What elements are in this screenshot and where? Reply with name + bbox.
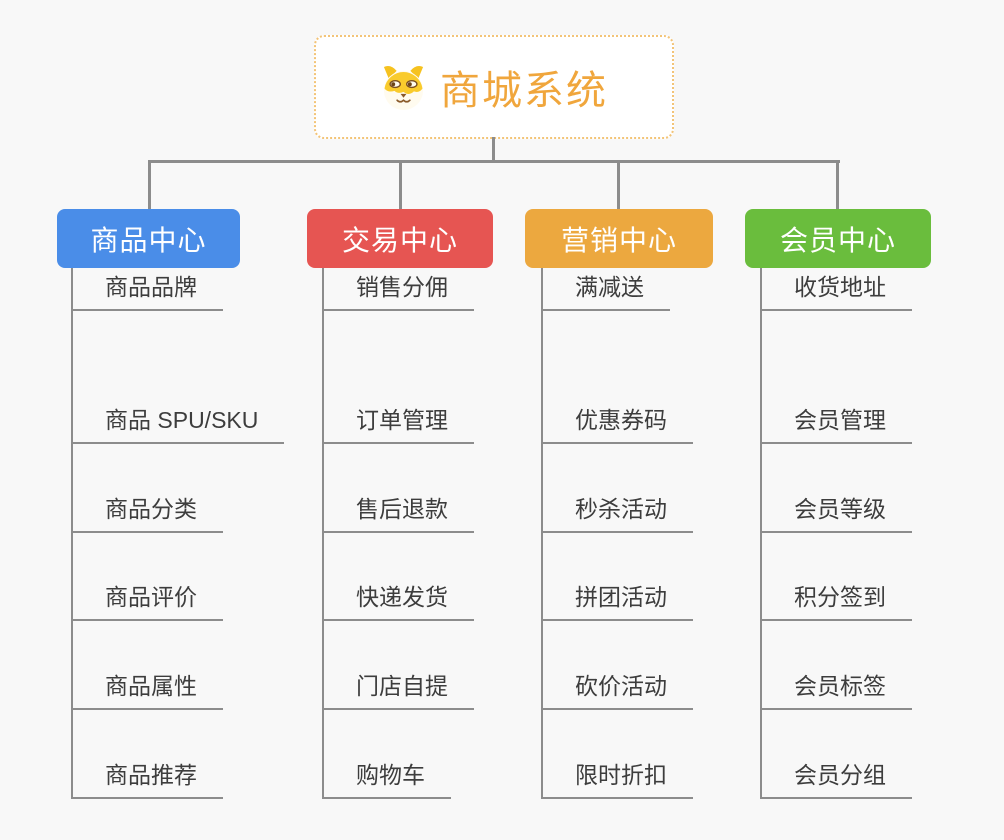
branch-label: 商品中心 xyxy=(90,224,207,256)
branch-node-member-center[interactable]: 会员中心 xyxy=(745,209,931,268)
column-connector xyxy=(541,268,543,799)
branch-label: 会员中心 xyxy=(779,224,896,256)
drop-connector xyxy=(617,163,620,209)
leaf-node[interactable]: 会员分组 xyxy=(761,756,912,799)
root-title: 商城系统 xyxy=(440,69,608,113)
column-connector xyxy=(71,268,73,799)
leaf-node[interactable]: 购物车 xyxy=(323,756,451,799)
leaf-node[interactable]: 商品属性 xyxy=(72,667,223,710)
branch-label: 交易中心 xyxy=(341,224,458,256)
leaf-node[interactable]: 售后退款 xyxy=(323,490,474,533)
branch-bus-connector xyxy=(148,160,840,163)
leaf-node[interactable]: 积分签到 xyxy=(761,578,912,621)
root-stem-connector xyxy=(492,137,495,162)
leaf-node[interactable]: 商品品牌 xyxy=(72,268,223,311)
leaf-node[interactable]: 限时折扣 xyxy=(542,756,693,799)
branch-node-trade-center[interactable]: 交易中心 xyxy=(307,209,493,268)
branch-label: 营销中心 xyxy=(560,224,677,256)
leaf-node[interactable]: 商品分类 xyxy=(72,490,223,533)
leaf-node[interactable]: 砍价活动 xyxy=(542,667,693,710)
leaf-column-product: 商品 SPU/SKU 商品分类 商品评价 商品属性 商品推荐 商品品牌 xyxy=(71,268,312,799)
leaf-column-trade: 订单管理 售后退款 快递发货 门店自提 购物车 销售分佣 xyxy=(322,268,563,799)
leaf-node[interactable]: 会员管理 xyxy=(761,401,912,444)
dog-face-icon xyxy=(380,64,427,111)
leaf-node[interactable]: 收货地址 xyxy=(761,268,912,311)
leaf-node[interactable]: 秒杀活动 xyxy=(542,490,693,533)
leaf-node[interactable]: 订单管理 xyxy=(323,401,474,444)
column-connector xyxy=(760,268,762,799)
drop-connector xyxy=(399,163,402,209)
leaf-node[interactable]: 商品评价 xyxy=(72,578,223,621)
leaf-node[interactable]: 快递发货 xyxy=(323,578,474,621)
leaf-node[interactable]: 会员标签 xyxy=(761,667,912,710)
leaf-node[interactable]: 门店自提 xyxy=(323,667,474,710)
leaf-node[interactable]: 商品 SPU/SKU xyxy=(72,401,285,444)
leaf-node[interactable]: 优惠券码 xyxy=(542,401,693,444)
leaf-node[interactable]: 销售分佣 xyxy=(323,268,474,311)
leaf-node[interactable]: 会员等级 xyxy=(761,490,912,533)
column-connector xyxy=(322,268,324,799)
leaf-node[interactable]: 商品推荐 xyxy=(72,756,223,799)
branch-node-product-center[interactable]: 商品中心 xyxy=(57,209,240,268)
leaf-column-marketing: 优惠券码 秒杀活动 拼团活动 砍价活动 限时折扣 满减送 xyxy=(541,268,782,799)
leaf-node[interactable]: 拼团活动 xyxy=(542,578,693,621)
drop-connector xyxy=(148,163,151,209)
branch-node-marketing-center[interactable]: 营销中心 xyxy=(525,209,713,268)
drop-connector xyxy=(836,163,839,209)
root-node[interactable]: 商城系统 xyxy=(314,35,674,139)
leaf-column-member: 会员管理 会员等级 积分签到 会员标签 会员分组 收货地址 xyxy=(760,268,1001,799)
leaf-node[interactable]: 满减送 xyxy=(542,268,670,311)
